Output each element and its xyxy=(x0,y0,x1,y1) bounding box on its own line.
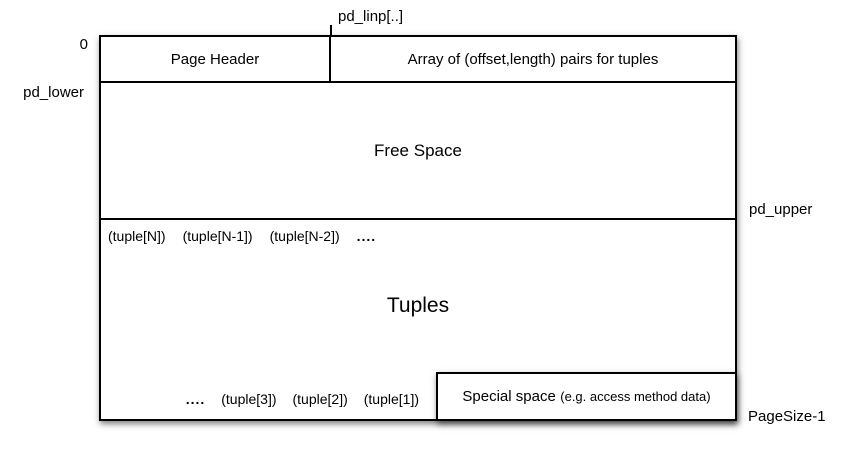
pd-linp-label: pd_linp[..] xyxy=(338,8,404,25)
tuples-bottom-row: .... (tuple[3]) (tuple[2]) (tuple[1]) xyxy=(101,391,438,407)
page-box: Page Header Array of (offset,length) pai… xyxy=(99,35,737,421)
tuples-region: (tuple[N]) (tuple[N-1]) (tuple[N-2]) ...… xyxy=(101,220,737,421)
pd-upper-label: pd_upper xyxy=(749,201,813,218)
offset-zero-label: 0 xyxy=(79,36,88,53)
tuple-slot-label: (tuple[2]) xyxy=(292,391,348,407)
ellipsis-dots: .... xyxy=(356,228,377,244)
page-header-cell: Page Header xyxy=(101,37,331,81)
special-space-box: Special space (e.g. access method data) xyxy=(436,372,737,421)
header-row: Page Header Array of (offset,length) pai… xyxy=(101,37,735,83)
tuple-slot-label: (tuple[N]) xyxy=(108,228,166,244)
special-space-detail: (e.g. access method data) xyxy=(560,389,711,404)
item-pointer-array-cell: Array of (offset,length) pairs for tuple… xyxy=(407,50,659,68)
free-space-region: Free Space xyxy=(101,83,735,220)
tuples-top-row: (tuple[N]) (tuple[N-1]) (tuple[N-2]) ...… xyxy=(108,228,376,244)
tuple-slot-label: (tuple[1]) xyxy=(363,391,419,407)
ellipsis-dots: .... xyxy=(185,391,206,407)
pd-lower-label: pd_lower xyxy=(23,84,84,101)
pd-linp-tick-line xyxy=(330,25,332,35)
tuple-slot-label: (tuple[3]) xyxy=(221,391,277,407)
tuples-title: Tuples xyxy=(386,294,450,317)
pagesize-label: PageSize-1 xyxy=(748,408,826,425)
tuple-slot-label: (tuple[N-1]) xyxy=(182,228,253,244)
tuple-slot-label: (tuple[N-2]) xyxy=(269,228,340,244)
special-space-label: Special space xyxy=(462,388,556,405)
